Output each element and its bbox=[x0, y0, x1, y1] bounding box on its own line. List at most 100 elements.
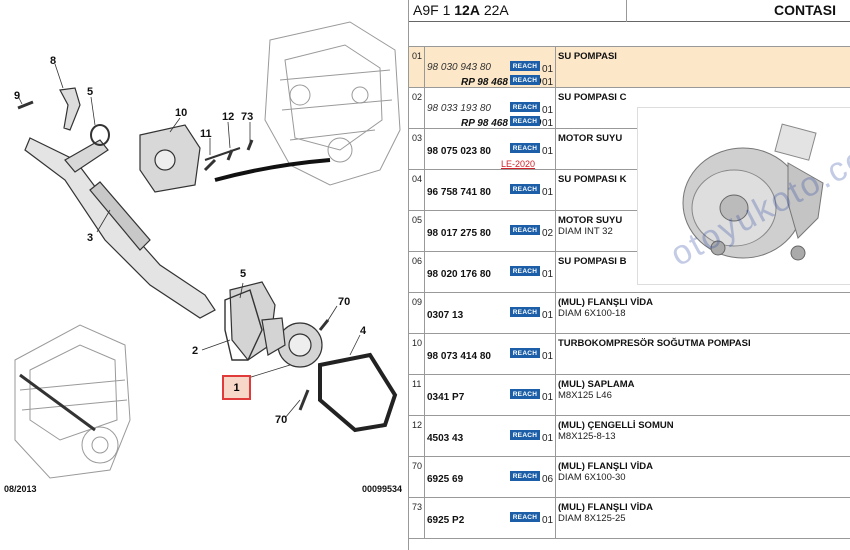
reach-badge: REACH bbox=[510, 266, 540, 276]
part-replacement-reference[interactable]: RP 98 468 826 80 bbox=[461, 118, 542, 129]
part-reference[interactable]: 96 758 741 80 bbox=[427, 187, 491, 198]
part-dimensions: M8X125-8-13 bbox=[558, 431, 616, 442]
callout-73: 73 bbox=[241, 111, 254, 123]
water-pump-illustration bbox=[229, 281, 323, 368]
callout-2: 2 bbox=[192, 345, 199, 357]
callout-5-bottom: 5 bbox=[240, 268, 247, 280]
part-index: 04 bbox=[412, 174, 423, 184]
part-description: (MUL) SAPLAMA bbox=[558, 379, 635, 390]
reach-badge: REACH bbox=[510, 184, 540, 194]
part-reference[interactable]: 98 073 414 80 bbox=[427, 351, 491, 362]
callout-12: 12 bbox=[222, 111, 235, 123]
reach-badge: REACH bbox=[510, 307, 540, 317]
part-quantity: 02 bbox=[542, 228, 554, 239]
part-reference[interactable]: 98 017 275 80 bbox=[427, 228, 491, 239]
pump-belt bbox=[318, 352, 398, 433]
part-description: SU POMPASI C bbox=[558, 92, 627, 103]
part-description: TURBOKOMPRESÖR SOĞUTMA POMPASI bbox=[558, 338, 751, 349]
part-quantity: 01 bbox=[542, 118, 554, 129]
part-quantity: 06 bbox=[542, 474, 554, 485]
engine-illustration-top bbox=[264, 21, 401, 186]
part-description: MOTOR SUYU bbox=[558, 133, 623, 144]
part-index: 11 bbox=[412, 379, 422, 389]
part-replacement-reference[interactable]: RP 98 468 823 80 bbox=[461, 77, 542, 88]
part-description: (MUL) FLANŞLI VİDA bbox=[558, 461, 653, 472]
header-spacer bbox=[409, 22, 850, 47]
part-quantity: 01 bbox=[542, 392, 554, 403]
panel-header: A9F 1 12A 22A CONTASI bbox=[409, 0, 850, 22]
parts-list-panel: A9F 1 12A 22A CONTASI 01 98 030 943 80 REA… bbox=[408, 0, 850, 550]
part-description: (MUL) ÇENGELLİ SOMUN bbox=[558, 420, 674, 431]
part-photo bbox=[637, 107, 850, 285]
callout-4: 4 bbox=[360, 325, 367, 337]
reach-badge: REACH bbox=[510, 430, 540, 440]
part-index: 73 bbox=[412, 502, 423, 512]
part-reference[interactable]: 6925 69 bbox=[427, 474, 464, 485]
part-index: 06 bbox=[412, 256, 423, 266]
part-quantity: 01 bbox=[542, 351, 554, 362]
diagram-image-code: 00099534 bbox=[362, 484, 403, 494]
part-reference[interactable]: 98 020 176 80 bbox=[427, 269, 491, 280]
model-code: A9F 1 12A 22A bbox=[413, 2, 509, 18]
reach-badge: REACH bbox=[510, 348, 540, 358]
part-quantity: 01 bbox=[542, 64, 554, 75]
callout-10: 10 bbox=[175, 107, 188, 119]
part-index: 12 bbox=[412, 420, 423, 430]
part-reference[interactable]: 4503 43 bbox=[427, 433, 464, 444]
part-index: 70 bbox=[412, 461, 423, 471]
part-index: 10 bbox=[412, 338, 423, 348]
reach-badge: REACH bbox=[510, 225, 540, 235]
reach-badge: REACH bbox=[510, 75, 540, 85]
part-reference[interactable]: 98 030 943 80 bbox=[427, 62, 491, 73]
part-quantity: 01 bbox=[542, 146, 554, 157]
callout-70-right: 70 bbox=[338, 296, 351, 308]
callout-8: 8 bbox=[50, 55, 57, 67]
part-dimensions: DIAM INT 32 bbox=[558, 226, 613, 237]
reach-badge: REACH bbox=[510, 471, 540, 481]
part-quantity: 01 bbox=[542, 77, 554, 88]
reach-badge: REACH bbox=[510, 512, 540, 522]
callout-5-top: 5 bbox=[87, 86, 94, 98]
part-quantity: 01 bbox=[542, 187, 554, 198]
part-description: (MUL) FLANŞLI VİDA bbox=[558, 502, 653, 513]
part-index: 02 bbox=[412, 92, 423, 102]
callout-9: 9 bbox=[14, 90, 21, 102]
part-reference[interactable]: 6925 P2 bbox=[427, 515, 465, 526]
part-description: SU POMPASI bbox=[558, 51, 617, 62]
part-description: MOTOR SUYU bbox=[558, 215, 623, 226]
callout-3: 3 bbox=[87, 232, 94, 244]
part-index: 09 bbox=[412, 297, 423, 307]
part-index: 03 bbox=[412, 133, 423, 143]
part-reference[interactable]: 98 075 023 80 bbox=[427, 146, 491, 157]
part-reference[interactable]: 0307 13 bbox=[427, 310, 464, 321]
part-reference[interactable]: 0341 P7 bbox=[427, 392, 465, 403]
reach-badge: REACH bbox=[510, 102, 540, 112]
engine-illustration-bottom bbox=[14, 324, 131, 479]
part-index: 05 bbox=[412, 215, 423, 225]
callout-70-bottom: 70 bbox=[275, 414, 288, 426]
section-title: CONTASI bbox=[774, 2, 836, 18]
reach-badge: REACH bbox=[510, 389, 540, 399]
seal-ring bbox=[90, 124, 110, 146]
part-dimensions: DIAM 6X100-30 bbox=[558, 472, 626, 483]
part-index: 01 bbox=[412, 51, 423, 61]
part-note-link[interactable]: LE-2020 bbox=[501, 159, 536, 169]
callout-1-highlighted[interactable]: 1 bbox=[222, 375, 251, 400]
part-description: SU POMPASI K bbox=[558, 174, 627, 185]
turbo-pump bbox=[139, 124, 201, 193]
coolant-pipe bbox=[24, 137, 216, 319]
part-reference[interactable]: 98 033 193 80 bbox=[427, 103, 491, 114]
